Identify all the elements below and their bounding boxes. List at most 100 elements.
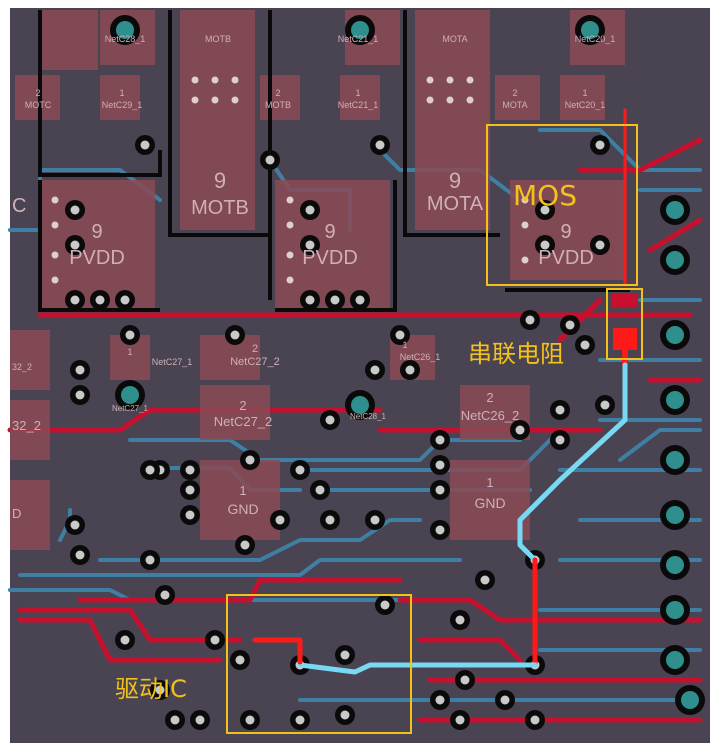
pin-label: 1 [119,88,124,98]
via-hole [395,330,405,340]
net-label: NetC27_2 [214,414,273,429]
via-hole [230,330,240,340]
resistor-label: 串联电阻 [468,340,564,368]
via-hole [210,635,220,645]
via-hole [580,340,590,350]
net-label: NetC27_1 [152,357,193,367]
silkscreen-labels: NetC28_1 MOTB NetC21_1 MOTA NetC20_1 2 M… [12,34,615,521]
series-resistor-pad [612,293,638,307]
outline [168,10,272,237]
net-label: NetC27_2 [230,356,280,368]
mos-annotation-box [486,124,638,286]
pad-block [10,400,50,460]
via-hole [245,715,255,725]
pad-dot [446,76,454,84]
via-hole [195,715,205,725]
net-label: MOTA [502,100,527,110]
mosfet-pad-mota [415,10,490,230]
net-label: MOTC [25,100,52,110]
pad-dot [466,76,474,84]
pin-label: 1 [355,88,360,98]
pad-dot [521,256,529,264]
pin-label: 9 [324,221,335,243]
pad-dot [191,96,199,104]
net-label: MOTB [265,100,291,110]
via-hole [370,515,380,525]
net-label: NetC21_1 [338,34,379,44]
net-label: MOTB [205,34,231,44]
top-trace [647,217,703,253]
annotations [226,124,643,734]
bottom-trace [538,128,702,172]
mos-label: MOS [513,179,577,212]
via-hole [295,465,305,475]
via-hole [295,715,305,725]
via-hole [380,600,390,610]
pin-label: 1 [239,483,246,498]
pad-dot [446,96,454,104]
pin-label: 1 [402,340,407,350]
vias [51,76,615,730]
thermal-via-core [666,556,684,574]
pad-block [40,10,98,70]
via-hole [405,365,415,375]
net-label: PVDD [302,247,358,269]
pad-dot [521,221,529,229]
pad-dot [286,221,294,229]
top-trace [17,617,223,663]
via-hole [305,205,315,215]
outline [38,10,162,177]
pad-dot [521,196,529,204]
pin-label: 1 [582,88,587,98]
via-hole [305,295,315,305]
via-hole [330,295,340,305]
pin-label: 2 [35,88,40,98]
pvdd-pad [510,180,625,280]
pad-block [10,480,50,550]
via-hole [515,425,525,435]
pad-dot [51,196,59,204]
thermal-via-core [351,21,369,39]
thermal-via-core [666,601,684,619]
net-label: MOTA [442,34,467,44]
bottom-trace [98,518,422,562]
via-hole [265,155,275,165]
pad-block [15,75,60,120]
via-hole [600,400,610,410]
via-hole [555,435,565,445]
via-hole [95,295,105,305]
net-label: NetC28_1 [350,412,387,421]
pad-dot [211,96,219,104]
via-hole [540,240,550,250]
thermal-via-core [351,396,369,414]
via-hole [435,695,445,705]
net-label: NetC29_1 [102,100,143,110]
resistor-annotation-box [606,288,643,360]
via-hole [145,465,155,475]
bottom-trace [618,428,702,462]
via-hole [455,715,465,725]
mosfet-pad-motb [180,10,255,230]
via-hole [595,140,605,150]
driver-ic-annotation-box [226,594,412,734]
pad-outlines [38,10,630,312]
thermal-via-core [666,391,684,409]
via-hole [460,675,470,685]
pvdd-pad [275,180,390,310]
via-hole [185,485,195,495]
edge-label: 32_2 [12,362,32,372]
via-hole [235,655,245,665]
pad-dot [231,96,239,104]
via-hole [145,555,155,565]
pad-block [10,330,50,390]
pad-dot [286,196,294,204]
thermal-vias [110,15,705,715]
net-label: GND [227,501,258,517]
thermal-via-core [666,251,684,269]
via-hole [70,295,80,305]
driver-ic-label: 驱动IC [115,675,187,703]
edge-label: C [12,195,26,217]
net-label: MOTA [427,193,484,215]
